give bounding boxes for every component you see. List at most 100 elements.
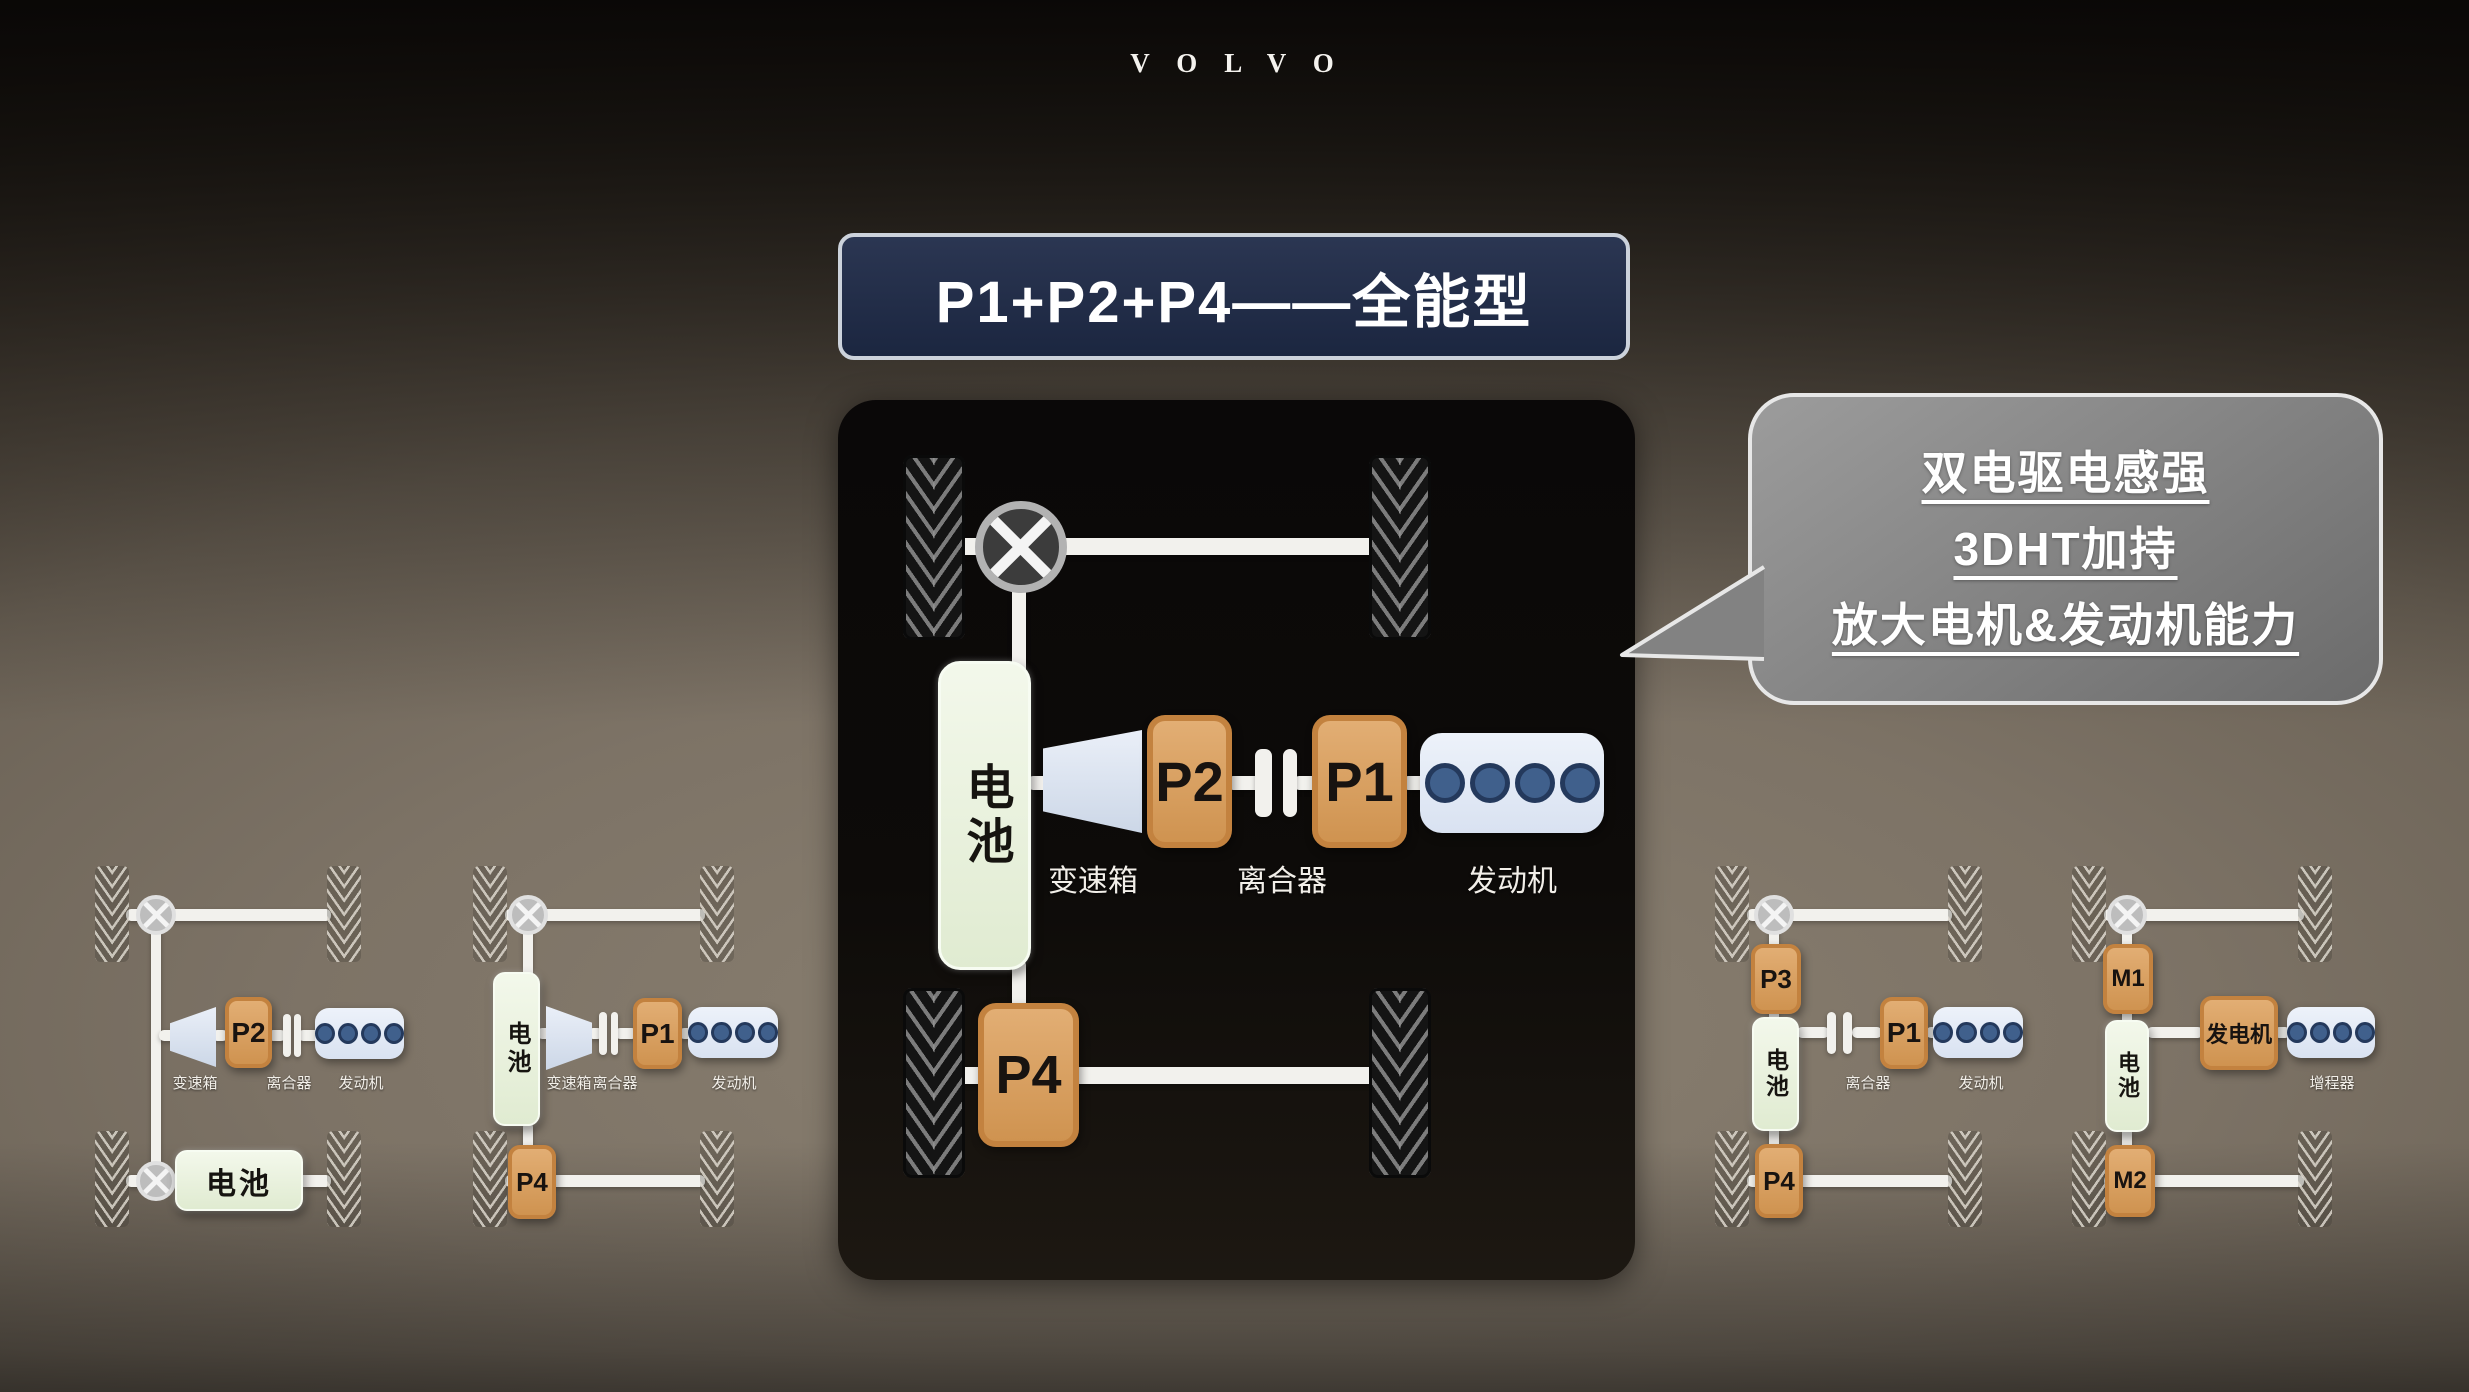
front-right-tire [1369,455,1431,640]
gearbox-clutch-link [588,1028,603,1039]
battery-box: 电池 [2105,1020,2149,1132]
engine-cylinder-icon [1469,763,1510,803]
range-extender-label: 增程器 [2309,1075,2355,1092]
front-axle [1747,909,1952,921]
engine-cylinder-icon [2002,1022,2023,1043]
engine-cylinder-icon [1933,1022,1954,1043]
clutch-label: 离合器 [592,1075,638,1092]
engine-cylinder-icon [1979,1022,2000,1043]
battery-clutch-link [1797,1027,1829,1038]
front-right-tire [1948,866,1982,962]
gearbox-label: 变速箱 [1048,865,1138,898]
front-left-tire [1715,866,1749,962]
motor-p2-label: P2 [231,1016,266,1048]
engine-cylinder-icon [315,1023,335,1044]
engine-box [1420,733,1604,833]
generator-label: 发电机 [2205,1022,2272,1047]
p1-engine-link [679,1028,693,1039]
differential-icon [1754,895,1794,935]
clutch-label: 离合器 [1845,1075,1891,1092]
front-left-tire [473,866,507,962]
differential-icon [136,1161,176,1201]
clutch-label: 离合器 [1237,865,1327,898]
motor-m1-box: M1 [2103,944,2153,1014]
motor-p1-label: P1 [1325,750,1394,813]
clutch-plate [283,1014,291,1057]
engine-cylinder-icon [711,1022,732,1043]
front-axle [126,909,331,921]
engine-cylinder-icon [384,1023,404,1044]
front-right-tire [2298,866,2332,962]
callout-line: 3DHT加持 [1953,522,2178,575]
motor-p3-label: P3 [1760,963,1792,994]
generator-box: 发电机 [2200,996,2278,1070]
front-left-tire [2072,866,2106,962]
clutch-plate [1843,1012,1852,1054]
motor-p4-box: P4 [978,1003,1079,1147]
volvo-logo: VOLVO [1130,48,1361,78]
rear-left-tire [95,1131,129,1227]
clutch-p1-link [615,1028,637,1039]
rear-left-tire [473,1131,507,1227]
callout-bubble: 双电驱电感强 3DHT加持 放大电机&发动机能力 [1748,393,2383,705]
engine-cylinder-icon [1514,763,1555,803]
motor-p4-label: P4 [516,1166,548,1197]
engine-cylinder-icon [2332,1022,2353,1043]
engine-cylinder-icon [2309,1022,2330,1043]
motor-p1-label: P1 [1886,1017,1922,1048]
rear-left-tire [2072,1131,2106,1227]
callout-line: 双电驱电感强 [1921,446,2210,499]
battery-box: 电池 [1752,1017,1799,1131]
callout-line: 放大电机&发动机能力 [1831,599,2300,652]
front-axle [2104,909,2304,921]
motor-p1-box: P1 [633,998,682,1069]
motor-m2-label: M2 [2113,1167,2147,1194]
battery-p4-shaft [1012,960,1026,1012]
front-right-tire [327,866,361,962]
drive-shaft [1012,585,1026,677]
clutch-plate [611,1012,618,1055]
battery-label: 电池 [206,1167,272,1201]
engine-box [315,1008,404,1059]
engine-box [1933,1007,2023,1058]
gearbox-label: 变速箱 [546,1075,592,1092]
front-right-tire [700,866,734,962]
gearbox-label: 变速箱 [172,1075,218,1092]
engine-box [688,1007,778,1058]
title-text: P1+P2+P4——全能型 [935,269,1533,335]
battery-label: 电池 [1762,1048,1789,1100]
front-left-tire [903,455,965,640]
engine-cylinder-icon [734,1022,755,1043]
gearbox-shape [170,1007,216,1067]
engine-cylinder-icon [688,1022,709,1043]
gearbox-shape [546,1006,592,1070]
front-left-tire [95,866,129,962]
rear-right-tire [1948,1131,1982,1227]
motor-p4-label: P4 [995,1045,1062,1105]
clutch-label: 离合器 [266,1075,312,1092]
clutch-plate [294,1014,301,1057]
title-banner: P1+P2+P4——全能型 [838,233,1630,360]
engine-cylinder-icon [1559,763,1600,803]
rear-right-tire [1369,988,1431,1178]
motor-p2-box: P2 [1147,715,1232,848]
drive-shaft [151,915,161,1185]
motor-p4-label: P4 [1763,1165,1795,1196]
motor-p3-box: P3 [1751,944,1801,1014]
battery-label: 电池 [2115,1051,2140,1101]
engine-cylinder-icon [1424,763,1465,803]
battery-box: 电池 [175,1150,303,1211]
p2-clutch-link [1228,776,1260,790]
callout-bubble-tail [1620,565,1766,661]
battery-label: 电池 [503,1021,530,1077]
motor-p4-box: P4 [1755,1144,1803,1218]
rear-left-tire [1715,1131,1749,1227]
battery-label: 电池 [958,761,1012,870]
rear-right-tire [327,1131,361,1227]
engine-label: 发动机 [711,1075,757,1092]
battery-generator-link [2147,1027,2203,1038]
differential-icon [975,501,1067,593]
drive-shaft [523,915,533,979]
p2-clutch-link [268,1030,286,1041]
